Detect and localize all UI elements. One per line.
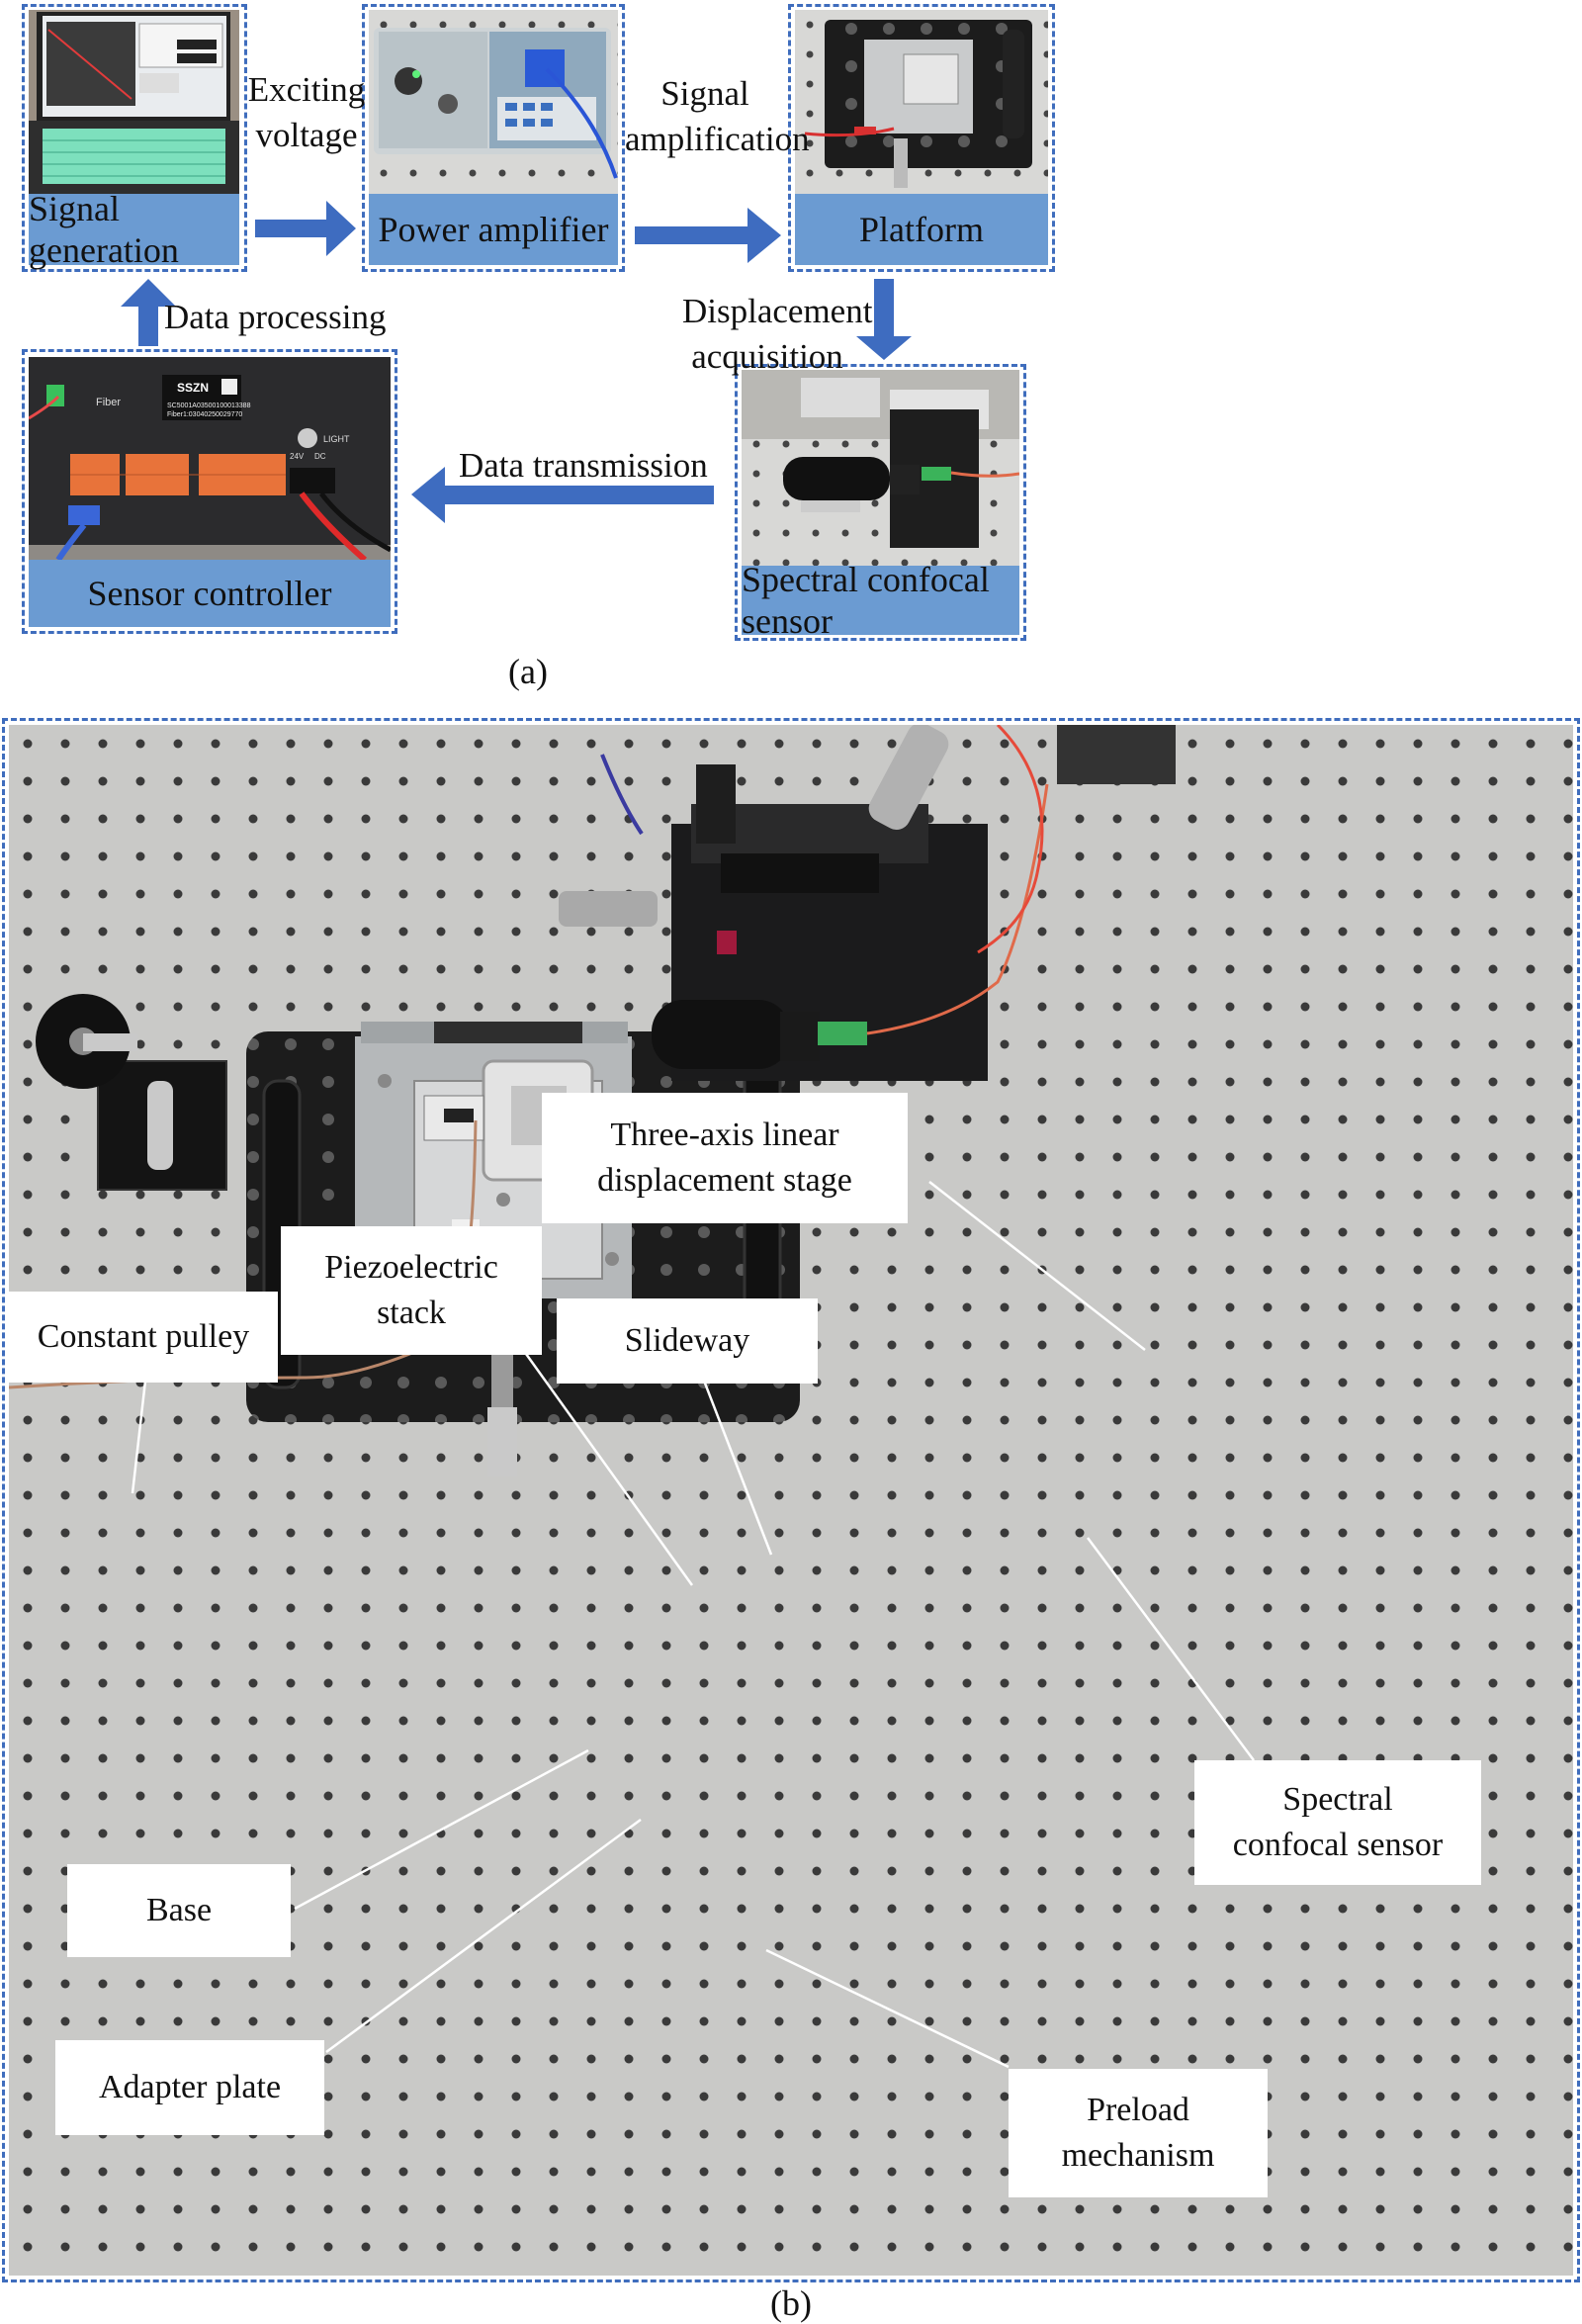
arrow-exciting-voltage — [255, 201, 356, 256]
spectral-sensor-module — [735, 364, 1026, 641]
label-three-axis-line1: Three-axis linear — [610, 1117, 839, 1153]
label-spectral-line2: confocal sensor — [1232, 1827, 1444, 1863]
controller-light-text: LIGHT — [323, 434, 350, 444]
power-amplifier-photo — [369, 10, 618, 194]
signal-amplification-line2: amplification — [625, 120, 810, 158]
controller-serial-1: SC5001A03500100013388 — [167, 402, 251, 409]
label-piezoelectric-stack: Piezoelectric stack — [281, 1226, 542, 1355]
spectral-sensor-label: Spectral confocal sensor — [742, 560, 1019, 641]
label-piezo-line1: Piezoelectric — [324, 1249, 498, 1286]
caption-a: (a) — [508, 652, 548, 691]
signal-amplification-line1: Signal — [660, 74, 749, 113]
label-base: Base — [67, 1864, 291, 1957]
displacement-acquisition-line1: Displacement — [682, 292, 873, 330]
leader-three-axis — [928, 1181, 1146, 1351]
arrow-data-processing — [121, 279, 176, 346]
controller-brand-text: SSZN — [177, 381, 210, 395]
flow-arrows — [121, 201, 912, 523]
data-transmission-text: Data transmission — [459, 446, 708, 485]
sensor-controller-module — [22, 349, 397, 634]
arrow-data-transmission — [411, 467, 714, 523]
exciting-voltage-text: Exciting voltage — [247, 67, 366, 158]
label-constant-pulley: Constant pulley — [9, 1292, 278, 1383]
displacement-acquisition-line2: acquisition — [691, 337, 843, 376]
spectral-sensor-photo — [742, 370, 1019, 566]
exciting-voltage-line1: Exciting — [247, 70, 366, 109]
label-three-axis-stage: Three-axis linear displacement stage — [542, 1093, 908, 1223]
label-slideway: Slideway — [557, 1298, 818, 1384]
leader-adapter — [325, 1818, 642, 2054]
laptop-photo — [29, 10, 239, 194]
controller-serial-2: Fiber1:03040250029770 — [167, 411, 243, 418]
setup-photo — [9, 725, 1573, 2276]
sensor-controller-label: Sensor controller — [29, 560, 391, 627]
label-spectral-line1: Spectral — [1282, 1781, 1393, 1818]
signal-generation-label: Signal generation — [29, 189, 239, 270]
sensor-controller-photo: SSZN SC5001A03500100013388 Fiber1:030402… — [29, 357, 391, 560]
label-piezo-line2: stack — [377, 1295, 446, 1331]
panel-b-frame — [2, 718, 1580, 2282]
platform-module — [788, 4, 1055, 272]
label-adapter-plate: Adapter plate — [55, 2040, 324, 2135]
platform-photo — [795, 10, 1048, 194]
label-preload-mechanism: Preload mechanism — [1009, 2069, 1268, 2197]
label-preload-line2: mechanism — [1061, 2137, 1215, 2174]
signal-amplification-text: Signal amplification — [625, 71, 810, 162]
arrow-signal-amplification — [635, 208, 781, 263]
leader-base — [294, 1748, 589, 1911]
power-amplifier-module — [362, 4, 625, 272]
label-preload-line1: Preload — [1087, 2092, 1189, 2128]
arrow-displacement-acquisition — [856, 279, 912, 360]
controller-dc-text: DC — [314, 452, 326, 461]
platform-label: Platform — [795, 194, 1048, 265]
displacement-acquisition-text: Displacement acquisition — [682, 289, 873, 380]
controller-24v-text: 24V — [290, 452, 305, 461]
exciting-voltage-line2: voltage — [255, 116, 358, 154]
controller-fiber-text: Fiber — [96, 397, 122, 408]
leader-spectral — [1086, 1537, 1256, 1761]
label-spectral-confocal-sensor: Spectral confocal sensor — [1194, 1760, 1481, 1885]
leader-slideway — [690, 1349, 773, 1556]
label-three-axis-line2: displacement stage — [597, 1162, 852, 1199]
caption-b: (b) — [770, 2283, 812, 2323]
leader-preload — [765, 1948, 1010, 2069]
power-amplifier-label: Power amplifier — [369, 194, 618, 265]
signal-generation-module — [22, 4, 247, 272]
